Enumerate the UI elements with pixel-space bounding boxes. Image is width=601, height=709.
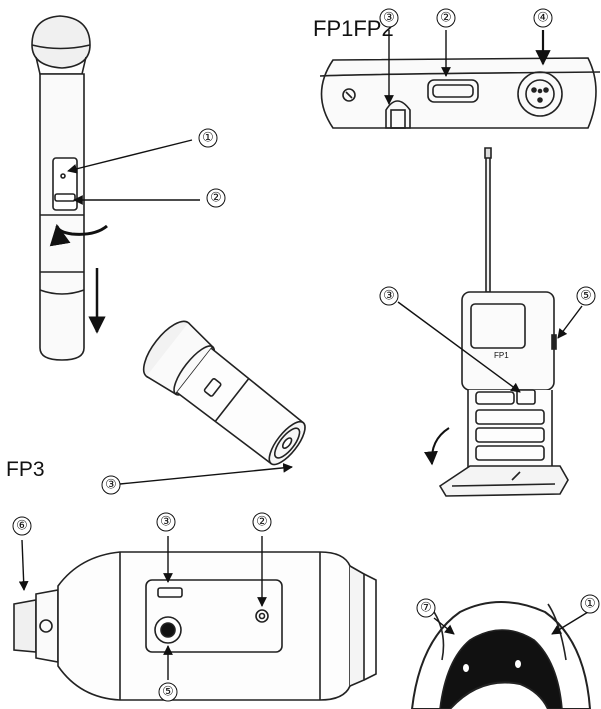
leader-line [18, 539, 29, 591]
svg-text:③: ③ [383, 289, 395, 304]
bodypack-button [516, 389, 536, 405]
svg-text:②: ② [256, 515, 268, 530]
svg-text:①: ① [584, 597, 596, 612]
callout-6: ⑥ [12, 516, 32, 536]
callout-3: ③ [379, 8, 399, 28]
bodypack-ir-window [551, 334, 557, 350]
svg-text:⑦: ⑦ [420, 601, 432, 616]
leader-line [433, 617, 455, 635]
led-icon [255, 609, 269, 623]
rotate-arrow [49, 223, 108, 247]
xlr-connector-icon [517, 71, 563, 117]
mic-handle [39, 73, 85, 361]
leader-line [119, 462, 293, 485]
contact-dot [463, 664, 469, 672]
battery-latch [385, 100, 411, 129]
callout-3: ③ [156, 512, 176, 532]
battery-door [438, 465, 569, 497]
leader-line [67, 139, 193, 174]
leader-line [397, 301, 521, 393]
closeup-detail [410, 601, 592, 709]
mute-switch [427, 79, 479, 103]
handheld-microphone [31, 15, 91, 361]
svg-text:③: ③ [105, 478, 117, 493]
svg-text:②: ② [210, 191, 222, 206]
callout-4: ④ [533, 8, 553, 28]
mic-grille [31, 15, 91, 69]
leader-line [557, 305, 583, 339]
ir-window [157, 587, 183, 598]
locking-knob-icon [39, 619, 53, 633]
callout-2: ② [436, 8, 456, 28]
contact-dot [515, 660, 521, 668]
leader-line [551, 611, 589, 635]
screw-icon [342, 88, 356, 102]
callout-1: ① [580, 594, 600, 614]
svg-text:⑤: ⑤ [580, 289, 592, 304]
control-panel [145, 579, 283, 653]
svg-text:②: ② [440, 11, 452, 26]
svg-text:③: ③ [160, 515, 172, 530]
bodypack-sync-window [475, 391, 515, 405]
svg-text:⑤: ⑤ [162, 685, 174, 700]
callout-2: ② [206, 188, 226, 208]
bodypack-antenna [485, 154, 491, 293]
callout-2: ② [252, 512, 272, 532]
svg-text:①: ① [202, 131, 214, 146]
callout-5: ⑤ [576, 286, 596, 306]
svg-text:④: ④ [537, 11, 549, 26]
plug-on-transmitter [13, 551, 377, 701]
callout-3: ③ [101, 475, 121, 495]
callout-7: ⑦ [416, 598, 436, 618]
bodypack-bottom-panel [319, 57, 601, 129]
bodypack-transmitter [438, 147, 569, 497]
mic-led [60, 173, 66, 179]
callout-1: ① [198, 128, 218, 148]
bodypack-model-label: FP1 [494, 351, 509, 360]
mic-control-panel [52, 157, 78, 211]
callout-5: ⑤ [158, 682, 178, 702]
svg-text:⑥: ⑥ [16, 519, 28, 534]
title-fp3: FP3 [6, 458, 45, 481]
svg-text:③: ③ [383, 11, 395, 26]
open-door-arrow [423, 427, 450, 466]
bodypack-label-area [470, 303, 526, 349]
tilted-microphone [142, 320, 306, 466]
callout-3: ③ [379, 286, 399, 306]
